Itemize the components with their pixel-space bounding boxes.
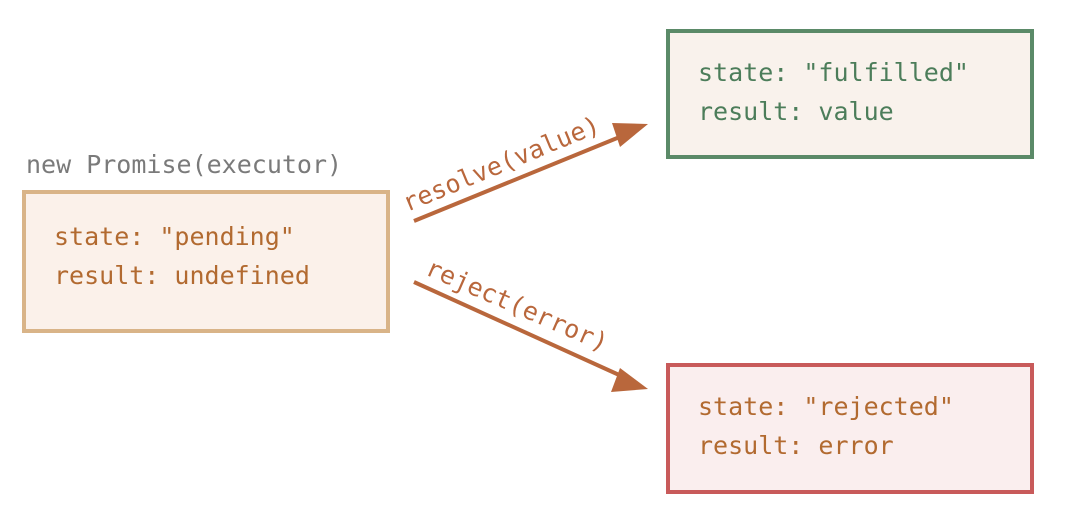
reject-arrow-line	[413, 280, 629, 381]
resolve-arrow-line	[413, 132, 628, 223]
reject-arrowhead-icon	[611, 368, 648, 392]
pending-state-box: state: "pending" result: undefined	[22, 190, 390, 333]
rejected-state-text: state: "rejected"	[698, 392, 954, 421]
fulfilled-state-box: state: "fulfilled" result: value	[666, 29, 1034, 159]
pending-state-text: state: "pending"	[54, 222, 295, 251]
executor-caption: new Promise(executor)	[26, 150, 343, 179]
pending-result-text: result: undefined	[54, 261, 310, 290]
reject-arrow: reject(error)	[413, 253, 648, 392]
rejected-state-box: state: "rejected" result: error	[666, 363, 1034, 494]
fulfilled-result-text: result: value	[698, 97, 894, 126]
fulfilled-state-text: state: "fulfilled"	[698, 58, 969, 87]
rejected-result-text: result: error	[698, 431, 894, 460]
reject-label: reject(error)	[422, 253, 613, 358]
resolve-arrowhead-icon	[612, 123, 648, 147]
resolve-arrow: resolve(value)	[398, 110, 648, 223]
resolve-label: resolve(value)	[398, 110, 604, 217]
